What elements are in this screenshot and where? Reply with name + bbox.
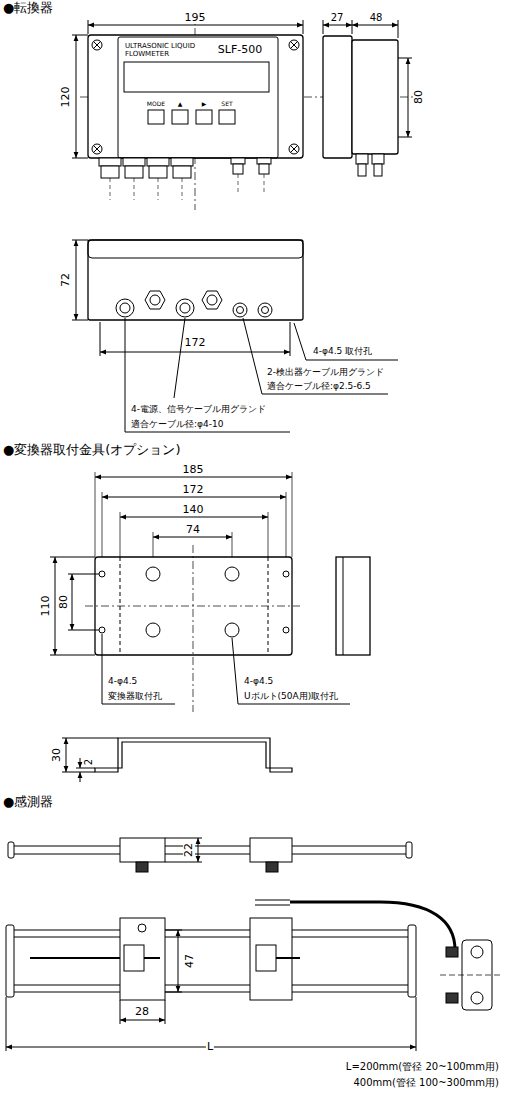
panel-text: ULTRASONIC LIQUID FLOWMETER <box>124 42 206 58</box>
button-label: MODE <box>146 101 166 108</box>
dimension: L <box>206 1041 214 1053</box>
dimension: 72 <box>60 272 72 288</box>
dimension: 185 <box>182 464 205 476</box>
dimension: 47 <box>184 953 196 969</box>
dimension: 27 <box>330 12 345 23</box>
note: Uボルト(50A用)取付孔 <box>243 692 339 702</box>
dimension: 110 <box>40 595 52 618</box>
dimension: 80 <box>58 594 70 610</box>
converter-bottom <box>72 240 398 432</box>
section-heading: ●転換器 <box>2 1 54 15</box>
dimension: 172 <box>184 337 207 349</box>
dimension: 80 <box>413 89 425 105</box>
note: 適合ケーブル径:φ4-10 <box>130 420 224 430</box>
dimension: 172 <box>182 484 205 496</box>
note: 4-φ4.5 取付孔 <box>312 347 373 357</box>
dimension: 2 <box>83 758 94 766</box>
button-label: SET <box>220 101 233 108</box>
note: 2-検出器ケーブル用グランド <box>266 368 385 378</box>
section-heading: ●感測器 <box>2 795 54 809</box>
dimension: 195 <box>184 12 207 24</box>
sensor <box>6 838 500 1051</box>
note: 4-φ4.5 <box>107 677 138 687</box>
note: 変換器取付孔 <box>107 692 163 702</box>
dimension: 140 <box>182 504 205 516</box>
dimension: 30 <box>51 747 63 763</box>
dimension: 120 <box>60 86 72 109</box>
section-heading: ●変換器取付金具(オプション) <box>2 443 182 457</box>
note: 4-電源、信号ケーブル用グランド <box>130 405 267 415</box>
note: 適合ケーブル径:φ2.5-6.5 <box>266 382 372 392</box>
note: 400mm(管径 100~300mm用) <box>352 1077 500 1088</box>
converter-front <box>72 12 420 210</box>
dimension: 28 <box>134 1006 150 1018</box>
dimension: 22 <box>183 842 195 858</box>
model-name: SLF-500 <box>217 44 263 56</box>
dimension: 48 <box>369 12 384 23</box>
mounting-bracket <box>50 472 370 782</box>
note: 4-φ4.5 <box>243 677 274 687</box>
button-label: ▲ <box>177 101 184 108</box>
note: L=200mm(管径 20~100mm用) <box>345 1061 500 1072</box>
converter-side <box>323 20 412 176</box>
button-label: ▶ <box>201 101 208 108</box>
dimension: 74 <box>185 524 201 536</box>
